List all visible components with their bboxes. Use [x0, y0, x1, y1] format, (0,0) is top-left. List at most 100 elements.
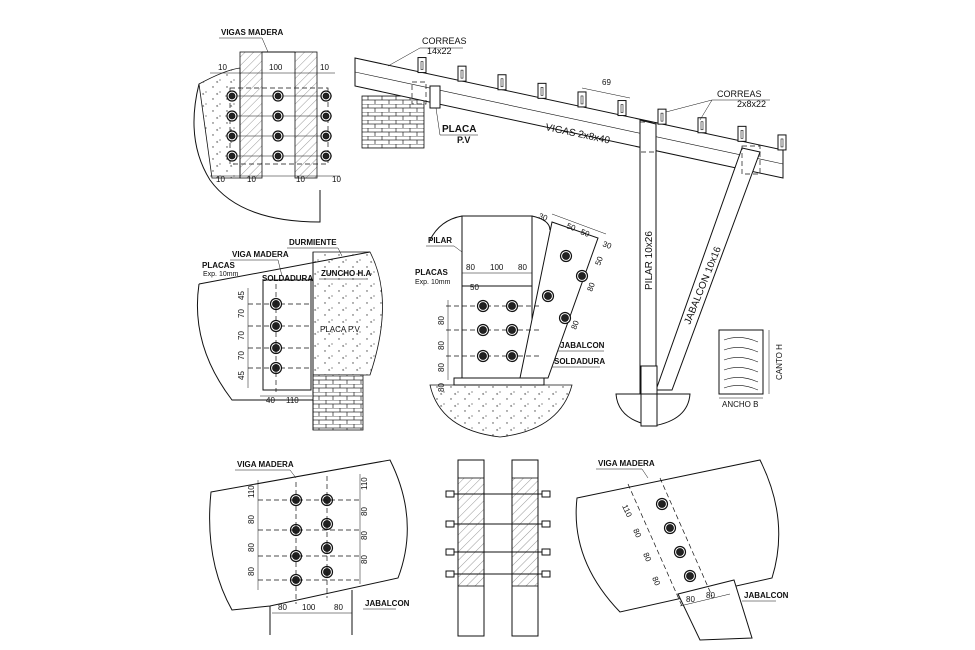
dimension-text: 45: [237, 291, 246, 300]
dimension-text: 80: [437, 363, 446, 372]
bolt: [544, 292, 552, 300]
correa: [737, 125, 747, 142]
placas-label-1: PLACAS: [202, 261, 236, 270]
dimension-text: 80: [247, 515, 256, 524]
bolt: [508, 302, 516, 310]
placa-pv-label: P.V: [457, 135, 470, 145]
viga-madera-label-2: VIGA MADERA: [237, 460, 294, 469]
bolt: [578, 272, 586, 280]
bolt-nut: [541, 548, 551, 556]
dimension-text: 80: [585, 281, 597, 293]
detail-bottom-left: VIGA MADERA JABALCON 1108080801108080808…: [209, 459, 410, 635]
bolt: [561, 314, 569, 322]
bolt: [479, 352, 487, 360]
bolt: [322, 112, 330, 120]
correa-core: [580, 95, 584, 105]
pilar-detail-label: PILAR: [428, 236, 452, 245]
bolt: [274, 92, 282, 100]
dimension-text: 50: [579, 227, 591, 239]
placas-esp-label-2: Exp. 10mm: [415, 279, 451, 286]
dim-line: [551, 213, 607, 235]
correas-right-size-label: 2x8x22: [737, 99, 766, 109]
dim-line: [679, 593, 731, 607]
bolt: [479, 302, 487, 310]
correa: [697, 117, 707, 134]
soldadura-label: SOLDADURA: [262, 274, 313, 283]
dimension-text: 70: [237, 351, 246, 360]
bolt-axis: [627, 483, 683, 607]
placa-pv-inline-label: PLACA P.V: [320, 325, 361, 334]
bolt-head: [445, 490, 455, 498]
dimension-text: 50: [565, 221, 577, 233]
pilar-label: PILAR 10x26: [644, 231, 655, 290]
correas-right-label: CORREAS: [717, 89, 762, 99]
correa-core: [620, 104, 624, 113]
vigas-madera-label: VIGAS MADERA: [221, 28, 283, 37]
bolt: [228, 132, 236, 140]
ancho-label: ANCHO B: [722, 400, 758, 409]
dimension-text: 10: [332, 175, 341, 184]
bolt: [228, 112, 236, 120]
dimension-text: 80: [631, 527, 643, 539]
dimension-text: 80: [334, 603, 343, 612]
bolt: [508, 352, 516, 360]
durmiente-label: DURMIENTE: [289, 238, 337, 247]
placa-label: PLACA: [442, 124, 476, 135]
dimension-text: 80: [437, 341, 446, 350]
correa-core: [420, 61, 424, 70]
viga-madera-label-3: VIGA MADERA: [598, 459, 655, 468]
dimension-text: 30: [601, 239, 613, 251]
bolt: [322, 152, 330, 160]
dimension-text: 110: [286, 396, 299, 405]
bolt: [686, 572, 694, 580]
correas-label: CORREAS: [422, 36, 467, 46]
placas-label-2: PLACAS: [415, 268, 449, 277]
correa: [497, 74, 507, 91]
bolt: [562, 252, 570, 260]
section-legend: CANTO H ANCHO B: [718, 329, 784, 409]
dimension-text: 70: [237, 309, 246, 318]
bolt: [228, 92, 236, 100]
bolt-nut: [541, 490, 551, 498]
bolt: [274, 152, 282, 160]
bolt: [274, 112, 282, 120]
correas-row: [417, 57, 787, 151]
placas-esp-label-1: Exp. 10mm: [203, 271, 239, 278]
dimension-text: 10: [216, 175, 225, 184]
dimension-text: 80: [247, 543, 256, 552]
jabalcon-detail-label: JABALCON: [560, 341, 605, 350]
correa-core: [500, 78, 504, 88]
bolt-head: [445, 548, 455, 556]
dimension-text: 50: [470, 283, 479, 292]
dimension-text: 80: [466, 263, 475, 272]
soldadura-detail-label: SOLDADURA: [554, 357, 605, 366]
dimension-text: 100: [490, 263, 504, 272]
correa-core: [700, 121, 704, 131]
correa: [457, 65, 467, 82]
bolt: [274, 132, 282, 140]
dimension-text: 80: [360, 555, 369, 564]
bolt: [508, 326, 516, 334]
dimension-text: 30: [537, 211, 549, 223]
bolt: [676, 548, 684, 556]
bolt-head: [445, 520, 455, 528]
correa: [537, 82, 547, 99]
dimension-text: 50: [593, 255, 605, 267]
correa-core: [540, 87, 544, 96]
dimension-text: 10: [320, 63, 329, 72]
correa-core: [660, 112, 664, 122]
correas-size-label: 14x22: [427, 46, 452, 56]
dimension-text: 80: [518, 263, 527, 272]
dimension-text: 80: [247, 567, 256, 576]
dimension-text: 80: [686, 595, 695, 604]
zuncho-label: ZUNCHO H.A: [321, 269, 371, 278]
dimension-text: 100: [302, 603, 316, 612]
brick-wall: [361, 95, 425, 149]
dimension-text: 80: [706, 591, 715, 600]
dimension-text: 70: [237, 331, 246, 340]
viga-madera-label-1: VIGA MADERA: [232, 250, 289, 259]
dimension-text: 80: [278, 603, 287, 612]
